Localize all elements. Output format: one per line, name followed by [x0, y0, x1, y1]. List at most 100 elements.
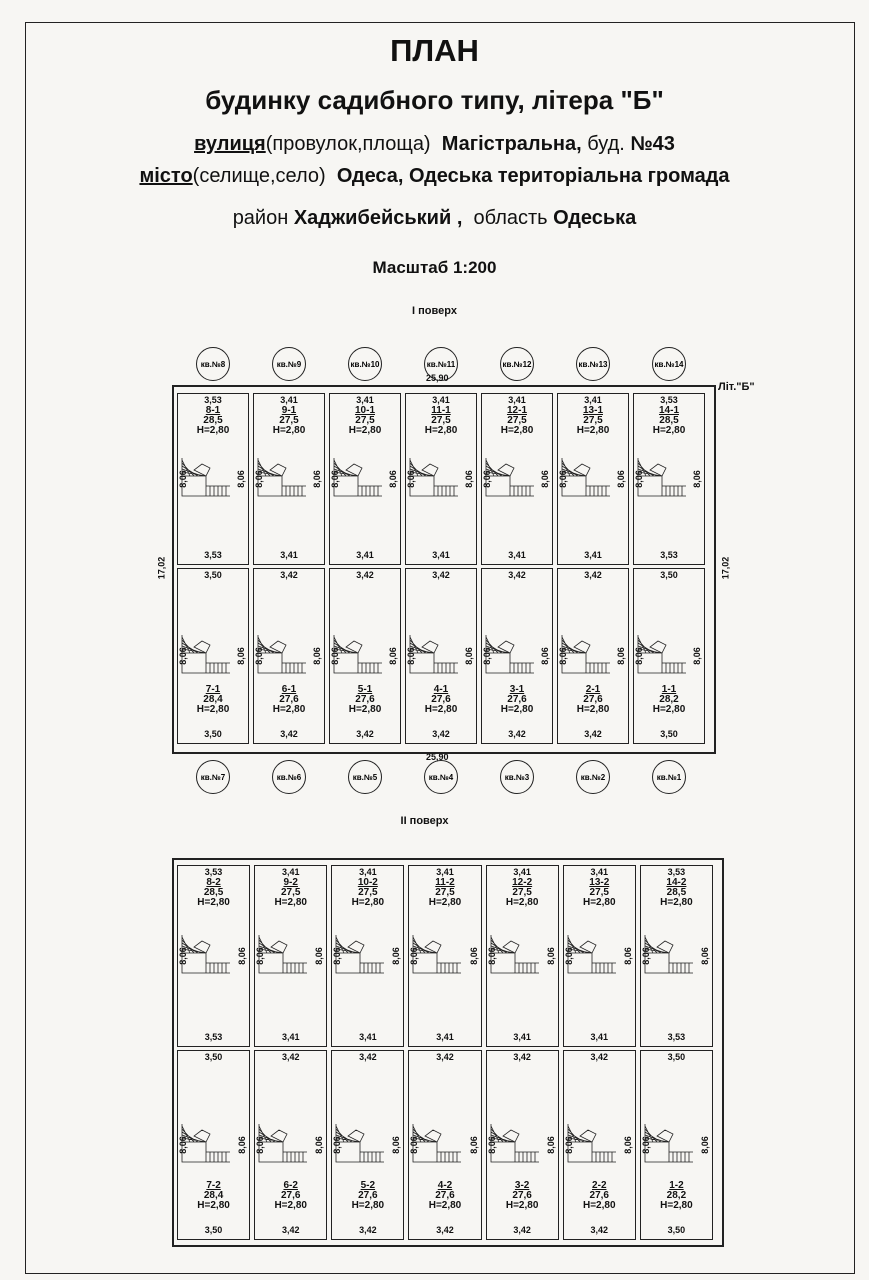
- room-number: 6-2: [283, 1180, 298, 1191]
- region-value: Одеська: [553, 207, 637, 229]
- staircase-icon: [637, 635, 686, 674]
- room-depth: 8,06: [235, 647, 246, 665]
- room-height: Н=2,80: [505, 897, 539, 908]
- room-width: 3,42: [584, 729, 602, 739]
- room-area: 27,5: [589, 887, 609, 898]
- room-depth: 8,06: [468, 947, 479, 965]
- room-width-opposite: 3,42: [584, 570, 602, 580]
- room-width: 3,41: [590, 867, 609, 877]
- room-width-opposite: 3,41: [436, 1032, 454, 1042]
- room-depth: 8,06: [236, 1136, 247, 1154]
- room-height: Н=2,80: [428, 897, 462, 908]
- room-area: 27,6: [358, 1190, 378, 1201]
- apartment-marker: кв.№2: [576, 760, 610, 794]
- room-depth: 8,06: [391, 947, 402, 965]
- room-depth: 8,06: [545, 947, 556, 965]
- room-number: 14-1: [658, 405, 679, 416]
- staircase-icon: [637, 458, 686, 497]
- room-number: 7-1: [205, 684, 221, 695]
- room-height: Н=2,80: [576, 704, 610, 715]
- region-label: область: [473, 207, 548, 229]
- room-depth: 8,06: [311, 470, 322, 488]
- staircase-icon: [485, 458, 534, 497]
- room-area: 27,5: [355, 415, 375, 426]
- apartment-marker: кв.№1: [652, 760, 686, 794]
- room-depth: 8,06: [387, 647, 398, 665]
- room-width: 3,41: [432, 395, 450, 405]
- floor-1-outline: [172, 385, 716, 754]
- room-depth: 8,06: [622, 947, 633, 965]
- room-area: 27,5: [512, 887, 532, 898]
- room-depth: 8,06: [615, 647, 626, 665]
- room-number: 9-2: [283, 877, 298, 888]
- room-depth: 8,06: [463, 470, 474, 488]
- room-height: Н=2,80: [660, 1200, 693, 1211]
- room-width-opposite: 3,41: [356, 550, 374, 560]
- room-area: 27,6: [355, 694, 375, 705]
- room-height: Н=2,80: [428, 1200, 462, 1211]
- room-width-opposite: 3,53: [660, 550, 678, 560]
- room-width-opposite: 3,42: [280, 570, 298, 580]
- district-label: район: [232, 207, 289, 229]
- room-area: 27,5: [583, 415, 603, 426]
- room-number: 10-2: [357, 877, 378, 888]
- room-height: Н=2,80: [660, 897, 693, 908]
- room-width-opposite: 3,50: [660, 570, 678, 580]
- street-value: Магістральна,: [441, 133, 582, 155]
- room-area: 28,5: [203, 887, 224, 898]
- room-width: 3,42: [359, 1225, 377, 1235]
- room-depth: 8,06: [387, 470, 398, 488]
- room-width-opposite: 3,41: [281, 1032, 300, 1042]
- room-width-opposite: 3,50: [204, 570, 222, 580]
- staircase-icon: [181, 1124, 230, 1163]
- room-height: Н=2,80: [272, 704, 306, 715]
- floor-2-outline: [172, 858, 724, 1247]
- address-district: район Хаджибейський , область Одеська: [0, 207, 869, 230]
- staircase-icon: [567, 935, 616, 974]
- room-number: 2-1: [585, 684, 601, 695]
- room-number: 5-2: [360, 1180, 376, 1191]
- staircase-icon: [644, 1124, 693, 1163]
- room-height: Н=2,80: [652, 425, 686, 436]
- room-area: 28,5: [659, 415, 679, 426]
- room-depth: 8,06: [691, 470, 702, 488]
- room-area: 27,6: [279, 694, 299, 705]
- room-width-opposite: 3,42: [508, 570, 526, 580]
- room-depth: 8,06: [314, 947, 325, 965]
- apartment-marker: кв.№14: [652, 347, 686, 381]
- room-height: Н=2,80: [500, 425, 534, 436]
- room-width: 3,41: [436, 867, 454, 877]
- room-depth: 8,06: [699, 1136, 710, 1154]
- staircase-icon: [335, 1124, 385, 1163]
- apartment-marker: кв.№10: [348, 347, 382, 381]
- room-area: 28,2: [666, 1190, 687, 1201]
- room-width: 3,53: [660, 395, 678, 405]
- room-area: 28,5: [666, 887, 687, 898]
- room-area: 27,6: [583, 694, 603, 705]
- staircase-icon: [335, 935, 385, 974]
- room-width-opposite: 3,53: [667, 1032, 686, 1042]
- room-width: 3,42: [513, 1225, 531, 1235]
- district-value: Хаджибейський ,: [293, 207, 463, 229]
- staircase-icon: [567, 1124, 616, 1163]
- room-area: 27,5: [358, 887, 378, 898]
- room-width-opposite: 3,53: [204, 550, 222, 560]
- city-value: Одеса, Одеська територіальна громада: [336, 165, 730, 187]
- apartment-marker: кв.№8: [196, 347, 230, 381]
- building-value: №43: [630, 133, 675, 155]
